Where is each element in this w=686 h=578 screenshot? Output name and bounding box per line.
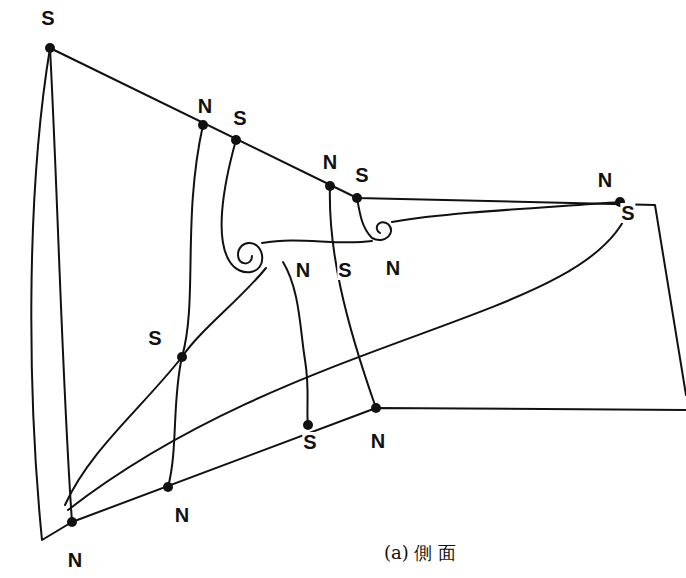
pole-label: N <box>370 431 386 451</box>
pole-label: N <box>385 258 401 278</box>
pole-dot <box>45 43 55 53</box>
pole-line <box>50 48 72 522</box>
pole-label: S <box>40 8 55 28</box>
pole-line <box>68 206 630 510</box>
pole-line <box>283 262 308 425</box>
pole-label: S <box>302 432 317 452</box>
pole-dot <box>231 135 241 145</box>
pole-dot <box>198 120 208 130</box>
pole-label: N <box>197 96 213 116</box>
pole-dot <box>67 517 77 527</box>
spiral-line <box>357 198 391 240</box>
pole-line <box>262 240 372 243</box>
pole-dot <box>303 420 313 430</box>
pole-label: N <box>67 550 83 570</box>
spiral-line <box>222 140 263 272</box>
outline-bottom <box>72 408 686 522</box>
pole-dot <box>352 193 362 203</box>
pole-label: N <box>295 260 311 280</box>
pole-label: N <box>174 505 190 525</box>
pole-label: S <box>354 165 369 185</box>
pole-dot <box>163 482 173 492</box>
pole-label: N <box>322 152 338 172</box>
pole-dot <box>177 352 187 362</box>
pole-label: S <box>232 108 247 128</box>
pole-line <box>330 186 376 408</box>
pole-label: S <box>620 203 635 223</box>
pole-dot <box>371 403 381 413</box>
pole-dot <box>325 181 335 191</box>
outline-top <box>50 48 686 395</box>
pole-dots <box>45 43 625 527</box>
pole-line <box>392 202 620 222</box>
pole-label: S <box>337 260 352 280</box>
outline-left-arc <box>31 48 72 540</box>
pole-line <box>168 125 203 487</box>
pole-label: S <box>147 328 162 348</box>
pole-line <box>65 268 266 505</box>
pole-label: N <box>597 170 613 190</box>
figure-caption: (a) 側 面 <box>384 544 456 562</box>
